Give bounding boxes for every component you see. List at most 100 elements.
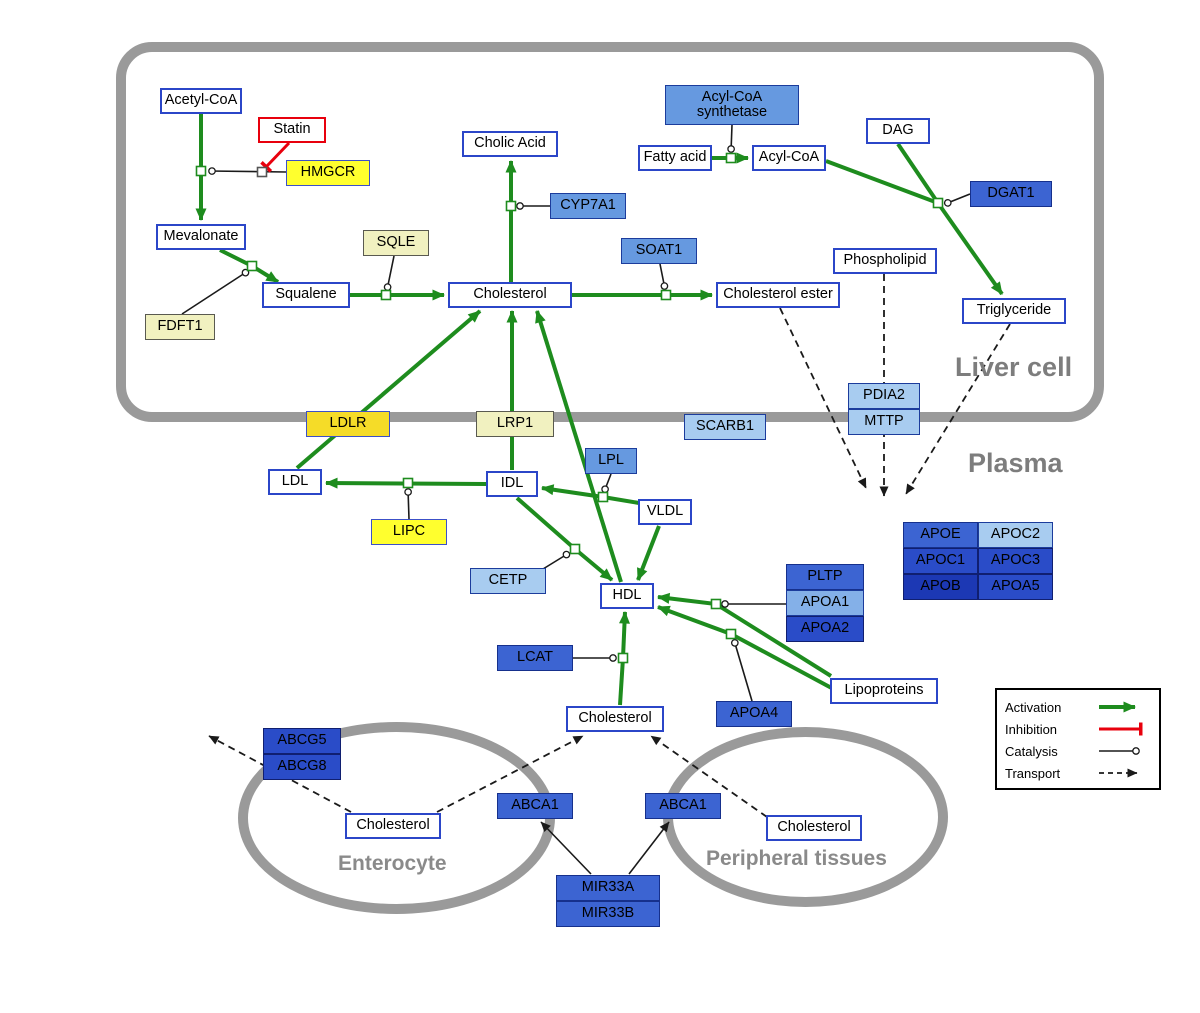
- plasma-label: Plasma: [968, 448, 1063, 478]
- liver-cell-label: Liver cell: [955, 352, 1073, 382]
- node-soat1[interactable]: SOAT1: [621, 238, 697, 264]
- node-hmgcr[interactable]: HMGCR: [286, 160, 370, 186]
- node-hdl[interactable]: HDL: [600, 583, 654, 609]
- liver-cell-compartment: [116, 42, 1104, 422]
- node-apoc1[interactable]: APOC1: [903, 548, 978, 574]
- node-apoa5[interactable]: APOA5: [978, 574, 1053, 600]
- node-dgat1[interactable]: DGAT1: [970, 181, 1052, 207]
- node-sqle[interactable]: SQLE: [363, 230, 429, 256]
- node-cholesterol-liver[interactable]: Cholesterol: [448, 282, 572, 308]
- node-apoe[interactable]: APOE: [903, 522, 978, 548]
- node-lcat[interactable]: LCAT: [497, 645, 573, 671]
- legend: Activation Inhibition Catalysis Transpor…: [995, 688, 1161, 790]
- node-cholesterol-enterocyte[interactable]: Cholesterol: [345, 813, 441, 839]
- node-apoa1[interactable]: APOA1: [786, 590, 864, 616]
- node-ldl[interactable]: LDL: [268, 469, 322, 495]
- node-mttp[interactable]: MTTP: [848, 409, 920, 435]
- edge-hmgcr-catalysis: [208, 167, 287, 175]
- edge-acyl-coa-to-dgat-node: [825, 159, 939, 205]
- node-phospholipid[interactable]: Phospholipid: [833, 248, 937, 274]
- transport-dashed-arrow-icon: [1099, 768, 1138, 778]
- activation-arrow-icon: [1099, 701, 1136, 713]
- node-triglyceride[interactable]: Triglyceride: [962, 298, 1066, 324]
- node-abca1-enterocyte[interactable]: ABCA1: [497, 793, 573, 819]
- legend-inhibition-label: Inhibition: [1005, 721, 1058, 737]
- edge-statin-inhibits-hmgcr: [260, 141, 291, 173]
- legend-row-transport: Transport: [1005, 762, 1151, 784]
- edge-dgat1-catalysis: [943, 193, 971, 207]
- node-cyp7a1[interactable]: CYP7A1: [550, 193, 626, 219]
- node-lrp1[interactable]: LRP1: [476, 411, 554, 437]
- node-scarb1[interactable]: SCARB1: [684, 414, 766, 440]
- edge-sqle-catalysis: [383, 255, 395, 291]
- edge-fdft1-catalysis: [181, 268, 250, 315]
- node-apob[interactable]: APOB: [903, 574, 978, 600]
- edge-dag-to-dgat-node: [896, 142, 940, 205]
- peripheral-tissues-label: Peripheral tissues: [706, 847, 887, 870]
- node-fdft1[interactable]: FDFT1: [145, 314, 215, 340]
- reaction-node-acetylcoa-to-mevalonate: [195, 165, 207, 177]
- reaction-node-cholesterol-to-cholic-acid: [505, 200, 517, 212]
- reaction-node-mevalonate-to-squalene: [246, 260, 258, 272]
- node-cholesterol-ester[interactable]: Cholesterol ester: [716, 282, 840, 308]
- catalysis-circle-icon: [1099, 747, 1140, 755]
- edge-vldl-to-hdl: [636, 525, 661, 581]
- edge-soat1-catalysis: [659, 263, 669, 290]
- legend-activation-label: Activation: [1005, 699, 1062, 715]
- edge-cholesterol-ester-transport: [779, 307, 867, 489]
- node-cholesterol-peripheral[interactable]: Cholesterol: [766, 815, 862, 841]
- edge-enterocyte-cholesterol-excretion: [208, 735, 352, 813]
- node-idl[interactable]: IDL: [486, 471, 538, 497]
- node-pdia2[interactable]: PDIA2: [848, 383, 920, 409]
- node-apoa4[interactable]: APOA4: [716, 701, 792, 727]
- reaction-node-cholesterol-to-cholesterol-ester: [660, 289, 672, 301]
- node-cetp[interactable]: CETP: [470, 568, 546, 594]
- edge-triglyceride-transport: [905, 323, 1011, 495]
- legend-row-catalysis: Catalysis: [1005, 740, 1151, 762]
- edge-lpl-catalysis: [601, 473, 612, 494]
- node-fatty-acid[interactable]: Fatty acid: [638, 145, 712, 171]
- node-squalene[interactable]: Squalene: [262, 282, 350, 308]
- node-lpl[interactable]: LPL: [585, 448, 637, 474]
- node-mir33a[interactable]: MIR33A: [556, 875, 660, 901]
- node-ldlr[interactable]: LDLR: [306, 411, 390, 437]
- edge-lipc-catalysis: [404, 488, 412, 520]
- node-mir33b[interactable]: MIR33B: [556, 901, 660, 927]
- node-abca1-peripheral[interactable]: ABCA1: [645, 793, 721, 819]
- node-abcg5[interactable]: ABCG5: [263, 728, 341, 754]
- reaction-node-fatty-acid-to-acyl-coa: [725, 152, 737, 164]
- node-abcg8[interactable]: ABCG8: [263, 754, 341, 780]
- reaction-node-vldl-to-idl: [597, 491, 609, 503]
- node-lipc[interactable]: LIPC: [371, 519, 447, 545]
- legend-transport-label: Transport: [1005, 765, 1061, 781]
- node-cholesterol-plasma[interactable]: Cholesterol: [566, 706, 664, 732]
- node-cholic-acid[interactable]: Cholic Acid: [462, 131, 558, 157]
- edge-apoa4-catalysis: [730, 639, 753, 702]
- edge-hdl-to-cholesterol: [535, 310, 623, 583]
- node-vldl[interactable]: VLDL: [638, 499, 692, 525]
- legend-row-inhibition: Inhibition: [1005, 718, 1151, 740]
- node-statin[interactable]: Statin: [258, 117, 326, 143]
- edge-mir33-to-abca1-peripheral: [628, 821, 670, 875]
- reaction-node-idl-to-ldl: [402, 477, 414, 489]
- node-apoc2[interactable]: APOC2: [978, 522, 1053, 548]
- node-acyl-coa-synthetase[interactable]: Acyl-CoA synthetase: [665, 85, 799, 125]
- edge-dgat-node-to-triglyceride: [936, 201, 1004, 296]
- node-apoa2[interactable]: APOA2: [786, 616, 864, 642]
- node-acyl-coa[interactable]: Acyl-CoA: [752, 145, 826, 171]
- inhibition-tbar-icon: [1099, 722, 1143, 736]
- node-dag[interactable]: DAG: [866, 118, 930, 144]
- node-lipoproteins[interactable]: Lipoproteins: [830, 678, 938, 704]
- reaction-node-cholesterol-to-hdl: [617, 652, 629, 664]
- enterocyte-label: Enterocyte: [338, 852, 447, 875]
- node-mevalonate[interactable]: Mevalonate: [156, 224, 246, 250]
- edge-cetp-catalysis: [542, 550, 571, 570]
- node-apoc3[interactable]: APOC3: [978, 548, 1053, 574]
- node-acetyl-coa[interactable]: Acetyl-CoA: [160, 88, 242, 114]
- edge-acyl-coa-synthetase-catalysis: [727, 124, 735, 153]
- legend-catalysis-label: Catalysis: [1005, 743, 1058, 759]
- node-pltp[interactable]: PLTP: [786, 564, 864, 590]
